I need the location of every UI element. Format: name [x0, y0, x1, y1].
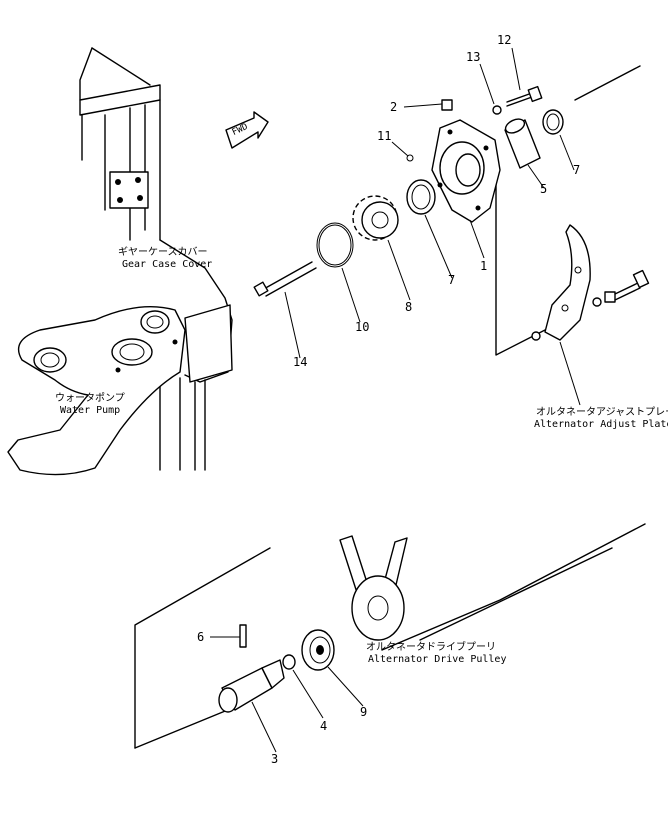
- alternator-adjust-plate-label-jp: オルタネータアジャストプレート: [536, 407, 668, 418]
- callout-8: 8: [405, 300, 413, 314]
- callout-13: 13: [466, 50, 481, 64]
- callout-11: 11: [377, 129, 392, 143]
- callout-6: 6: [197, 630, 205, 644]
- callout-9: 9: [360, 705, 368, 719]
- alternator-adjust-plate-label-en: Alternator Adjust Plate: [534, 419, 668, 430]
- callout-2: 2: [390, 100, 398, 114]
- callout-7-upper: 7: [573, 163, 581, 177]
- callout-10: 10: [355, 320, 370, 334]
- alternator-drive-pulley-label-en: Alternator Drive Pulley: [368, 654, 507, 665]
- callout-4: 4: [320, 719, 328, 733]
- callout-5: 5: [540, 182, 548, 196]
- gear-case-drawing: [7, 47, 233, 476]
- water-pump-label-jp: ウォータポンプ: [55, 393, 125, 404]
- callout-7-lower: 7: [448, 273, 456, 287]
- gear-case-cover-label-jp: ギヤーケースカバー: [118, 247, 208, 258]
- gear-case-cover-label-en: Gear Case Cover: [122, 259, 213, 270]
- callout-12: 12: [497, 33, 512, 47]
- callout-3: 3: [271, 752, 279, 766]
- upper-assembly-drawing: [253, 65, 650, 356]
- leader-lines: [210, 47, 581, 753]
- water-pump-label-en: Water Pump: [60, 405, 121, 416]
- callout-1: 1: [480, 259, 488, 273]
- lower-assembly-drawing: [134, 523, 646, 749]
- fwd-arrow-icon: [225, 111, 269, 149]
- callout-14: 14: [293, 355, 308, 369]
- alternator-drive-pulley-label-jp: オルタネータドライブプーリ: [366, 642, 496, 653]
